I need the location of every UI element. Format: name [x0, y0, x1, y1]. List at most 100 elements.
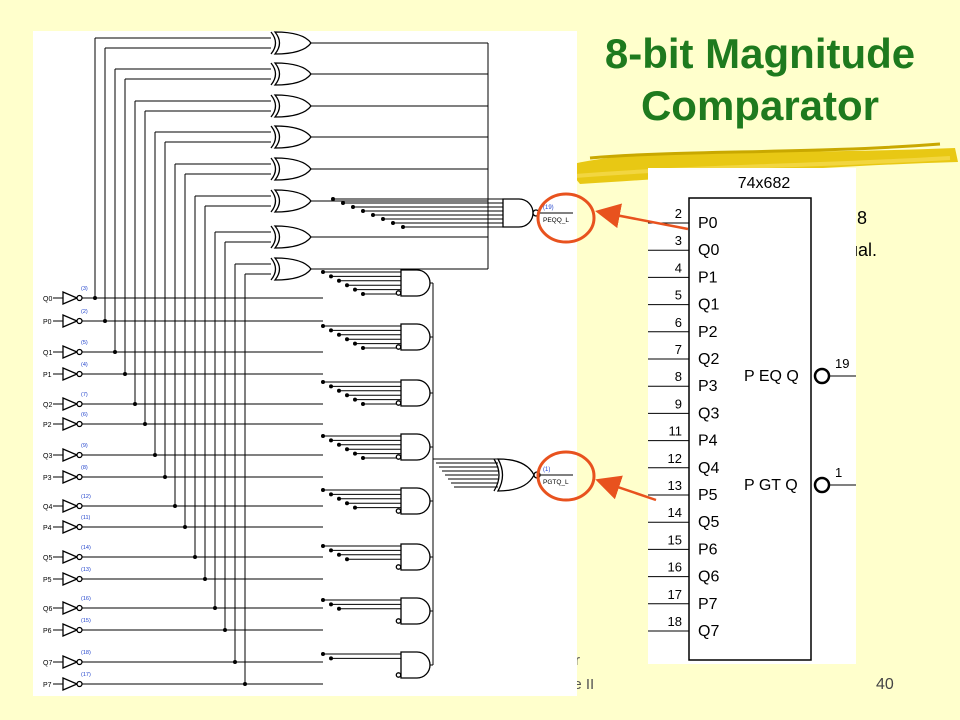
and-gate [400, 379, 431, 407]
input-buffer [62, 655, 79, 669]
chip-pin-number: 2 [675, 206, 682, 221]
and-input-bubble [395, 508, 402, 514]
inverter-bubble [76, 575, 83, 583]
inverter-bubble [76, 370, 83, 378]
xor-input-arc [270, 257, 277, 281]
input-buffer [62, 345, 79, 359]
input-buffer [62, 470, 79, 484]
inverter-bubble [76, 502, 83, 510]
chip-output-bubble [813, 367, 831, 385]
chip-pin-name: P5 [698, 487, 718, 504]
input-pin-number: (3) [81, 286, 88, 292]
input-pin-number: (18) [81, 650, 91, 656]
slide-title: 8-bit Magnitude Comparator [560, 28, 960, 132]
chip-name: 74x682 [738, 175, 791, 192]
input-pin-number: (17) [81, 672, 91, 678]
chip-body [688, 197, 812, 661]
input-buffer [62, 499, 79, 513]
and-gate [400, 323, 431, 351]
inverter-bubble [76, 523, 83, 531]
chip-pin-name: Q3 [698, 405, 719, 422]
title-line-2: Comparator [640, 82, 880, 129]
inverter-bubble [76, 400, 83, 408]
input-buffer [62, 520, 79, 534]
and-input-bubble [395, 564, 402, 570]
body-text-line-1: 8 [857, 208, 868, 228]
chip-pin-name: Q6 [698, 569, 719, 586]
xor-input-arc [270, 62, 277, 86]
inverter-bubble [76, 658, 83, 666]
input-pin-number: (11) [81, 515, 91, 521]
input-buffer [62, 448, 79, 462]
input-label: Q3 [43, 453, 52, 460]
input-buffer [62, 601, 79, 615]
input-buffer [62, 572, 79, 586]
nand-gate-eq [502, 198, 534, 228]
inverter-bubble [76, 420, 83, 428]
chip-pin-name: Q7 [698, 623, 719, 640]
inverter-bubble [76, 604, 83, 612]
output-label-eq: PEQQ_L [543, 217, 569, 224]
and-input-bubble [395, 400, 402, 406]
chip-pin-number: 15 [668, 532, 682, 547]
chip-pin-name: Q1 [698, 297, 719, 314]
input-label: P5 [43, 577, 52, 584]
input-label: Q0 [43, 296, 52, 303]
page-number: 40 [876, 676, 894, 693]
input-label: Q5 [43, 555, 52, 562]
chip-pin-number: 12 [668, 451, 682, 466]
input-pin-number: (16) [81, 596, 91, 602]
chip-pin-name: P6 [698, 541, 718, 558]
xor-input-arc [270, 125, 277, 149]
chip-output-name: P GT Q [744, 477, 798, 494]
and-gate [400, 487, 431, 515]
and-gate [400, 269, 431, 297]
inverter-bubble [76, 451, 83, 459]
input-pin-number: (7) [81, 392, 88, 398]
chip-pin-number: 8 [675, 369, 682, 384]
chip-pin-number: 18 [668, 614, 682, 629]
inverter-bubble [76, 473, 83, 481]
comparator-schematic: Q0(3)P0(2)Q1(5)P1(4)Q2(7)P2(6)Q3(9)P3(8)… [33, 31, 577, 696]
chip-74x682: 74x682 2P03Q04P15Q16P27Q28P39Q311P412Q41… [648, 168, 856, 664]
xor-input-arc [270, 189, 277, 213]
chip-pin-number: 3 [675, 233, 682, 248]
input-pin-number: (9) [81, 443, 88, 449]
chip-pin-name: Q4 [698, 460, 719, 477]
xor-input-arc [270, 31, 277, 55]
input-pin-number: (14) [81, 545, 91, 551]
input-label: P7 [43, 682, 52, 689]
chip-pin-number: 7 [675, 342, 682, 357]
title-line-1: 8-bit Magnitude [604, 30, 916, 77]
xor-gate [273, 225, 312, 249]
input-pin-number: (15) [81, 618, 91, 624]
input-buffer [62, 397, 79, 411]
footer-line-1: r [575, 652, 580, 669]
chip-pin-name: P1 [698, 269, 718, 286]
chip-output-pin-number: 19 [835, 356, 849, 371]
xor-input-arc [270, 225, 277, 249]
and-input-bubble [395, 454, 402, 460]
input-buffer [62, 550, 79, 564]
nor-input-arc [493, 458, 500, 492]
inverter-bubble [76, 680, 83, 688]
chip-pin-number: 16 [668, 560, 682, 575]
chip-pin-number: 17 [668, 587, 682, 602]
output-pin-eq: (19) [543, 205, 554, 211]
output-label-gt: PGTQ_L [543, 479, 569, 486]
input-buffer [62, 677, 79, 691]
and-input-bubble [395, 672, 402, 678]
input-buffer [62, 367, 79, 381]
and-gate [400, 543, 431, 571]
input-label: P0 [43, 319, 52, 326]
input-label: Q4 [43, 504, 52, 511]
input-pin-number: (8) [81, 465, 88, 471]
chip-pin-name: P7 [698, 596, 718, 613]
chip-output-name: P EQ Q [744, 368, 799, 385]
chip-output-pin-number: 1 [835, 465, 842, 480]
input-label: P2 [43, 422, 52, 429]
input-label: Q1 [43, 350, 52, 357]
xor-gate [273, 94, 312, 118]
inverter-bubble [76, 317, 83, 325]
chip-pin-number: 4 [675, 260, 682, 275]
